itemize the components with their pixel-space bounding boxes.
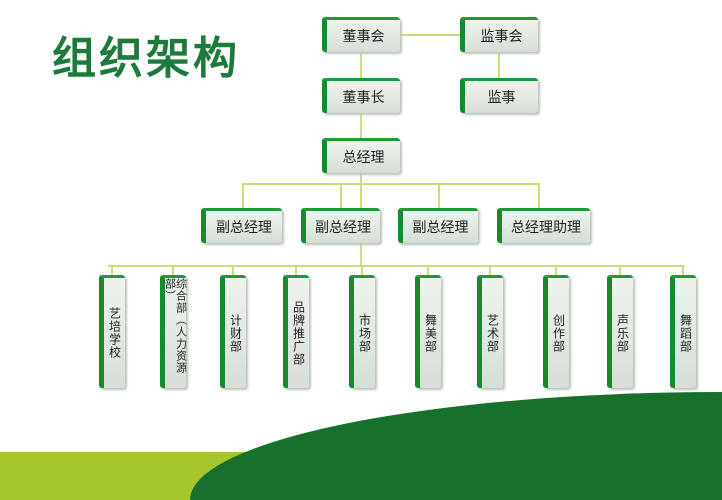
department-box: 综合部（人力资源部） <box>160 275 188 388</box>
department-box: 品牌推广部 <box>283 275 309 388</box>
connector <box>242 183 540 185</box>
connector <box>111 265 113 275</box>
department-box: 声乐部 <box>607 275 633 388</box>
connector <box>242 183 244 208</box>
connector <box>232 265 234 275</box>
chairman-box: 董事长 <box>322 78 400 113</box>
connector <box>427 265 429 275</box>
supervisor-box: 监事 <box>460 78 538 113</box>
connector <box>295 265 297 275</box>
connector <box>438 183 440 208</box>
connector <box>555 265 557 275</box>
supervisory-board-box: 监事会 <box>460 17 538 52</box>
connector <box>489 265 491 275</box>
connector <box>340 183 342 208</box>
department-box: 舞美部 <box>415 275 441 388</box>
bottom-swoosh <box>190 392 722 500</box>
general-manager-box: 总经理 <box>322 138 400 173</box>
connector <box>682 265 684 275</box>
department-box: 舞蹈部 <box>670 275 696 388</box>
department-box: 艺培学校 <box>99 275 125 388</box>
connector <box>619 265 621 275</box>
connector <box>498 52 500 78</box>
connector <box>108 265 685 267</box>
assistant-gm-box: 总经理助理 <box>497 208 590 243</box>
connector <box>400 34 460 36</box>
department-box: 计财部 <box>220 275 246 388</box>
connector <box>172 265 174 275</box>
connector <box>360 173 362 183</box>
department-box: 市场部 <box>349 275 375 388</box>
deputy-box: 副总经理 <box>398 208 478 243</box>
connector <box>538 183 540 208</box>
deputy-box: 副总经理 <box>201 208 282 243</box>
page-title: 组织架构 <box>52 33 240 84</box>
deputy-box: 副总经理 <box>301 208 380 243</box>
department-box: 艺术部 <box>477 275 503 388</box>
department-box: 创作部 <box>543 275 569 388</box>
board-box: 董事会 <box>322 17 400 52</box>
connector <box>361 265 363 275</box>
